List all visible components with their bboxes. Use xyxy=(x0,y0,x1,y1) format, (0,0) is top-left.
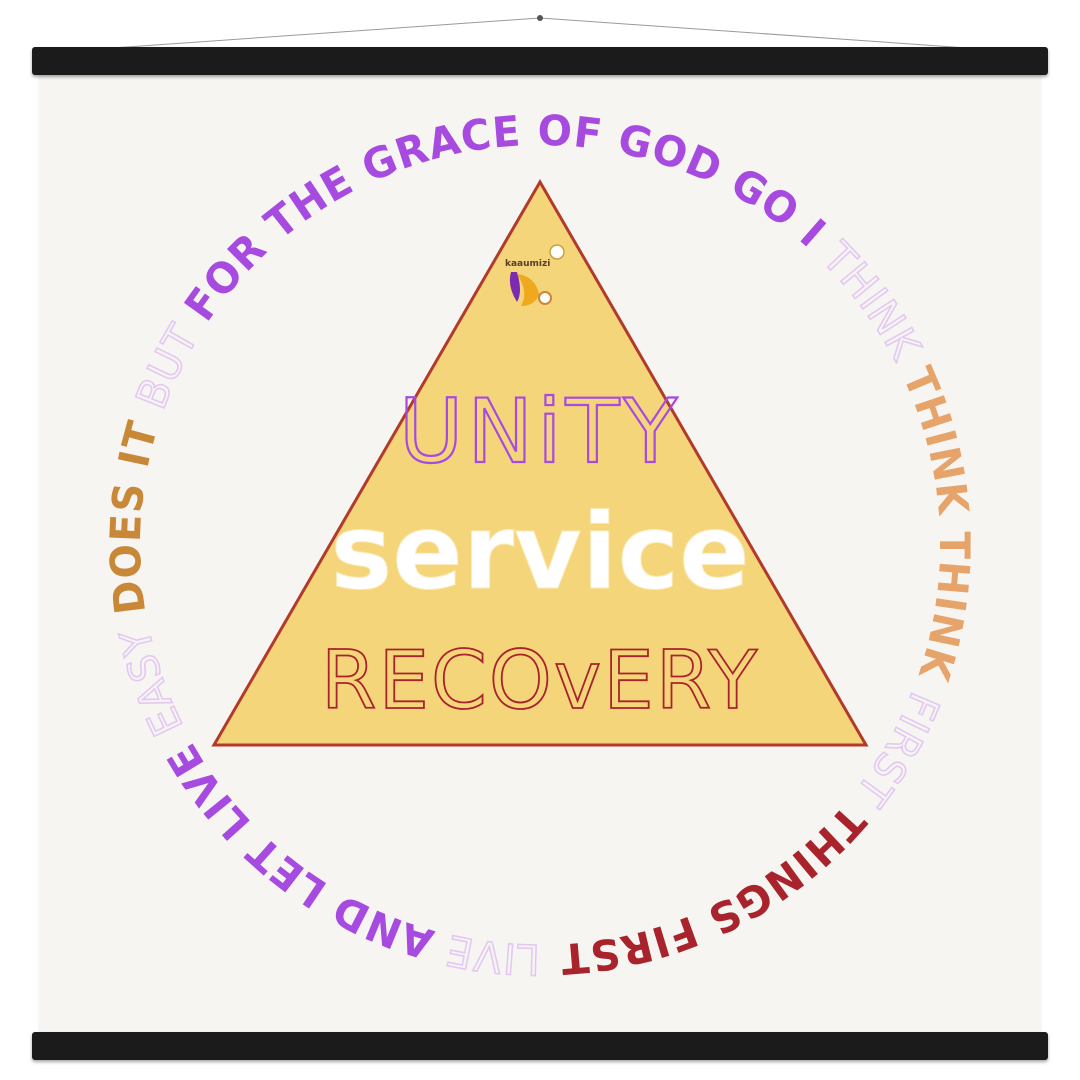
logo-badge-icon xyxy=(549,244,565,260)
unity-heading: UNiTY xyxy=(399,380,681,483)
ring-phrase: THINK THINK xyxy=(893,360,979,703)
logo-eye-icon xyxy=(538,291,552,305)
logo-flame-icon xyxy=(517,274,539,306)
hanging-cord xyxy=(54,15,1026,53)
ring-phrase: DOES IT xyxy=(101,399,173,617)
ring-phrase: AND LET LIVE xyxy=(149,722,439,969)
brand-logo-text: kaaumizi xyxy=(505,259,550,269)
ring-phrase: EASY xyxy=(107,610,192,743)
top-hanger-bar xyxy=(32,47,1048,75)
service-heading: service xyxy=(330,491,749,613)
ring-phrase: THINK xyxy=(813,232,938,380)
recovery-heading: RECOvERY xyxy=(321,634,759,727)
ring-phrase: THINGS FIRST xyxy=(558,796,875,983)
ring-phrase: LIVE xyxy=(426,922,540,985)
unity-triangle xyxy=(211,179,869,747)
brand-logo: kaaumizi xyxy=(505,244,565,306)
logo-face-icon xyxy=(509,272,520,302)
bottom-hanger-bar xyxy=(32,1032,1048,1060)
ring-phrase: FIRST xyxy=(838,686,949,828)
